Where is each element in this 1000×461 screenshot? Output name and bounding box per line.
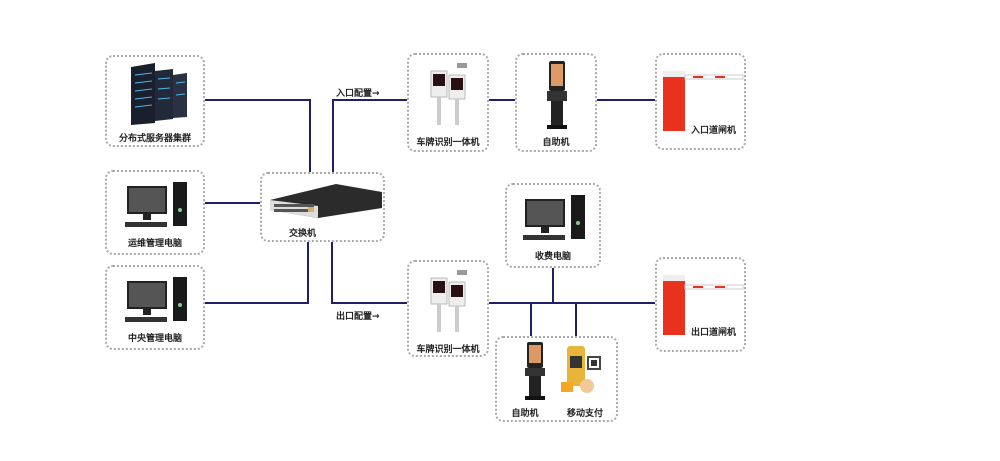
node-entry-lpr[interactable]: 车牌识别一体机: [407, 53, 489, 152]
node-central-pc[interactable]: 中央管理电脑: [105, 265, 205, 350]
node-label: 入口道闸机: [690, 126, 736, 136]
kiosk-icon: [547, 61, 567, 129]
line-switch-entry: [332, 99, 407, 172]
node-label: 出口道闸机: [690, 328, 736, 338]
node-label: 自助机: [511, 409, 539, 419]
node-label: 中央管理电脑: [127, 334, 182, 344]
node-label: 移动支付: [566, 409, 603, 419]
server-rack-icon: [131, 63, 187, 125]
node-exit-gate[interactable]: 出口道闸机: [655, 257, 746, 352]
node-entry-gate[interactable]: 入口道闸机: [655, 53, 746, 150]
node-label: 车牌识别一体机: [416, 138, 480, 148]
barrier-gate-icon: [663, 71, 744, 131]
node-server-cluster[interactable]: 分布式服务器集群: [105, 55, 205, 147]
barrier-gate-icon: [663, 275, 744, 335]
node-ops-pc[interactable]: 运维管理电脑: [105, 170, 205, 255]
node-kiosk-and-pay[interactable]: 自助机 移动支付: [495, 336, 618, 422]
node-label: 车牌识别一体机: [416, 345, 480, 355]
line-switch-exit: [331, 242, 407, 304]
node-switch[interactable]: 交换机: [260, 172, 385, 242]
desktop-pc-icon: [125, 182, 187, 227]
node-label: 自助机: [542, 138, 570, 148]
node-fee-pc[interactable]: 收费电脑: [505, 183, 601, 268]
desktop-pc-icon: [523, 195, 585, 240]
desktop-pc-icon: [125, 277, 187, 322]
network-switch-icon: [270, 184, 382, 218]
line-central-switch: [205, 242, 309, 304]
mobile-pay-icon: [561, 346, 601, 393]
node-exit-lpr[interactable]: 车牌识别一体机: [407, 260, 489, 357]
lpr-camera-icon: [430, 63, 467, 125]
exit-config-label: 出口配置→: [336, 312, 380, 322]
kiosk-icon: [525, 342, 545, 400]
node-label: 交换机: [288, 229, 316, 239]
node-label: 收费电脑: [534, 252, 571, 262]
entry-config-label: 入口配置→: [336, 89, 380, 99]
line-server-switch: [205, 99, 311, 172]
node-entry-kiosk[interactable]: 自助机: [515, 53, 597, 152]
node-label: 分布式服务器集群: [118, 134, 191, 144]
lpr-camera-icon: [430, 270, 467, 332]
node-label: 运维管理电脑: [127, 239, 182, 249]
